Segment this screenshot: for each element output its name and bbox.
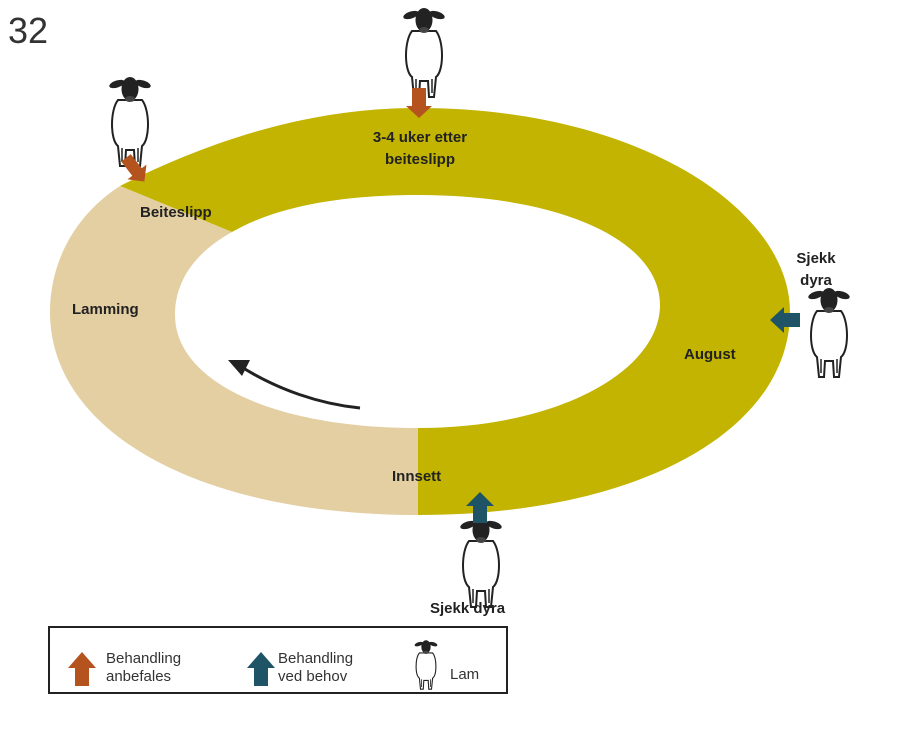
label-check-animals-right: Sjekk dyra: [786, 248, 846, 292]
indoor-season-segment: [50, 186, 418, 515]
lamb-icon: [806, 287, 852, 378]
orange-arrow-icon: [121, 154, 147, 182]
orange-arrow-icon: [406, 88, 432, 118]
legend-recommended: Behandling anbefales: [106, 650, 181, 686]
legend-as-needed-line-2: ved behov: [278, 668, 348, 685]
label-check-right-line-1: Sjekk: [796, 250, 836, 267]
legend-as-needed-line-1: Behandling: [278, 650, 354, 667]
legend-recommended-line-2: anbefales: [106, 668, 172, 685]
legend-lamb: Lam: [450, 666, 480, 683]
label-weeks-line-2: beiteslipp: [384, 151, 455, 168]
label-beiteslipp: Beiteslipp: [140, 204, 212, 221]
label-weeks-line-1: 3-4 uker etter: [372, 129, 468, 146]
lamb-icon: [401, 7, 447, 98]
legend-as-needed: Behandling ved behov: [278, 650, 353, 686]
teal-arrow-icon: [466, 492, 494, 523]
grazing-season-segment: [120, 108, 790, 515]
label-lamming: Lamming: [72, 301, 139, 318]
legend-recommended-line-1: Behandling: [106, 650, 182, 667]
lamb-icon: [458, 517, 504, 608]
label-check-animals-bottom: Sjekk dyra: [430, 600, 506, 617]
label-weeks-after-release: 3-4 uker etter beiteslipp: [345, 127, 495, 171]
orange-arrow-icon: [68, 652, 96, 686]
direction-arrowhead: [228, 360, 250, 376]
label-august: August: [684, 346, 736, 363]
teal-arrow-icon: [770, 307, 800, 333]
teal-arrow-icon: [247, 652, 275, 686]
label-check-right-line-2: dyra: [800, 272, 832, 289]
label-innsett: Innsett: [392, 468, 442, 485]
legend: Behandling anbefales Behandling ved beho…: [48, 626, 508, 694]
lamb-icon: [107, 76, 153, 167]
direction-arrow: [239, 364, 361, 410]
page-number: 32: [8, 10, 49, 51]
